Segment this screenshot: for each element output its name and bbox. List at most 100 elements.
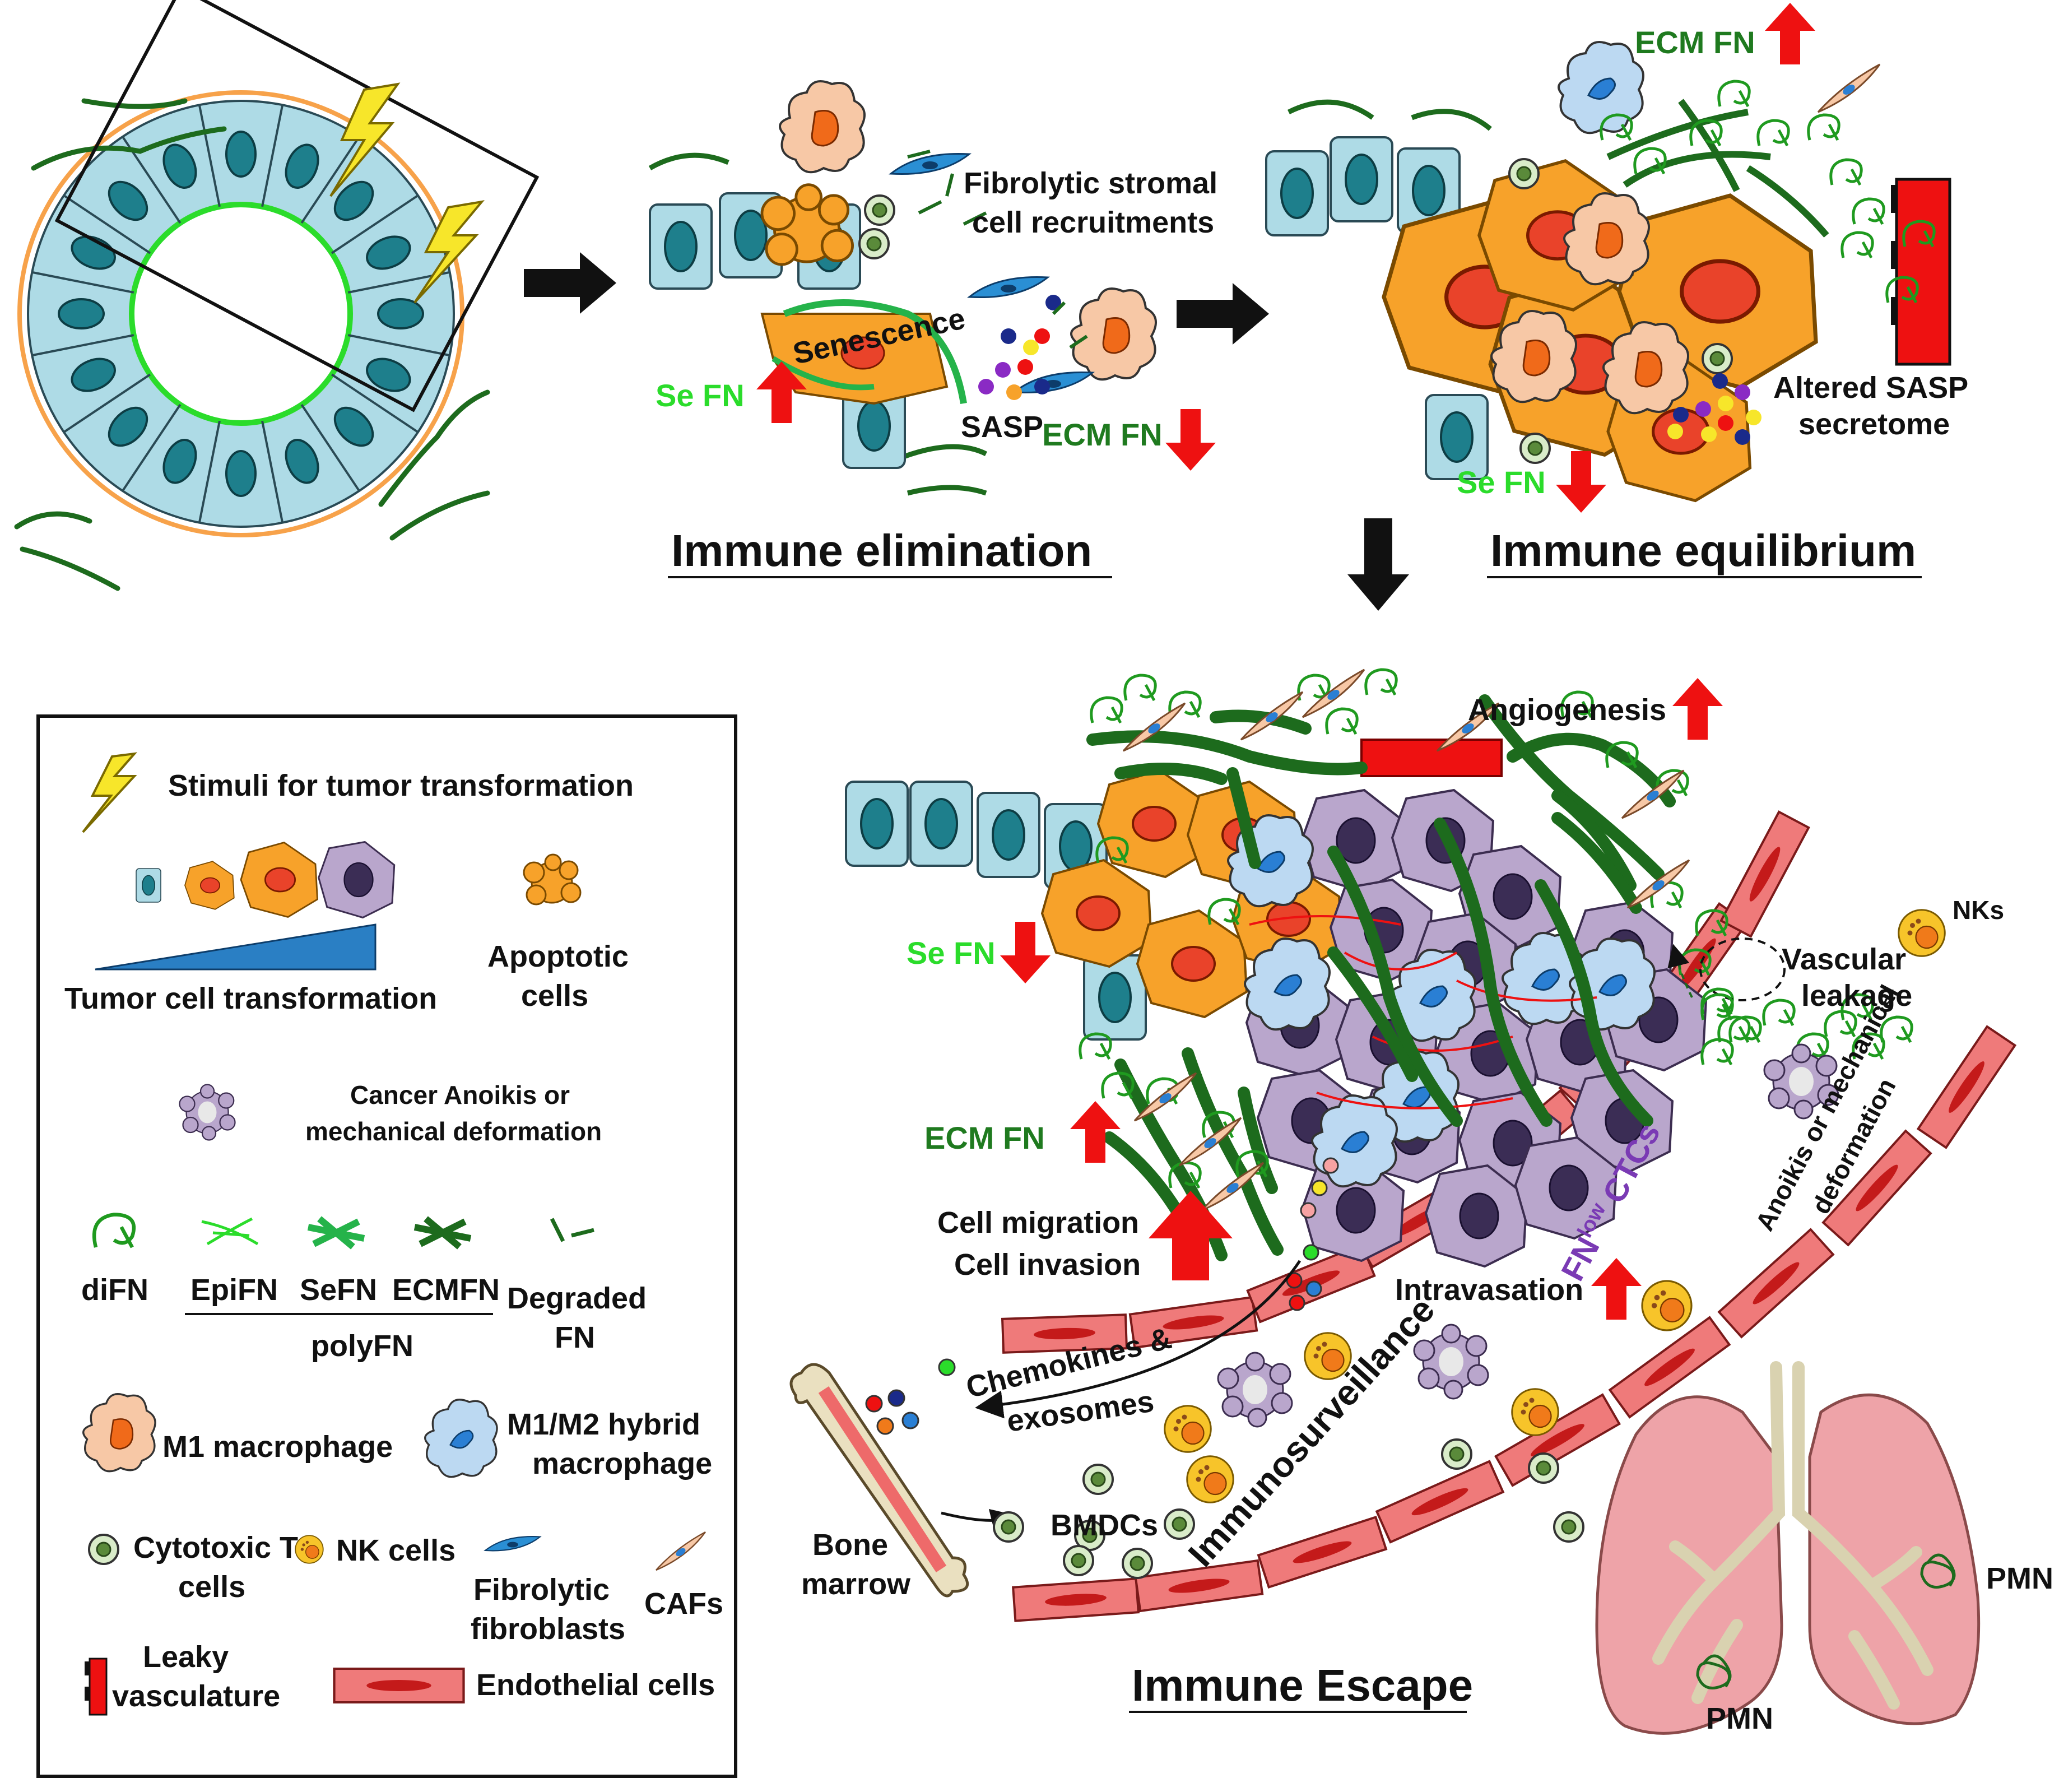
ring-cell-nucleus — [108, 406, 148, 447]
ring-cell-border — [63, 373, 151, 433]
zoom-box — [54, 0, 540, 412]
ring-cell-nucleus — [366, 358, 411, 392]
legend-nk: NK cells — [336, 1534, 456, 1567]
altered-sasp-label-1: Altered SASP — [1773, 371, 1968, 405]
tumor-mass — [845, 739, 1707, 1268]
equilibrium-title: Immune equilibrium — [1490, 526, 1916, 575]
legend-sefn: SeFN — [300, 1273, 377, 1307]
bone-marrow-icon — [789, 1363, 969, 1598]
elim-ecm-fn-down-arrow — [1165, 409, 1216, 471]
legend-degraded-icon — [550, 1218, 594, 1242]
cell-migration-label: Cell migration — [937, 1206, 1139, 1239]
eq-ecm-fn-up-arrow — [1765, 3, 1815, 64]
intravasation-up-arrow — [1591, 1258, 1642, 1320]
vascular-label-2: leakage — [1801, 979, 1912, 1013]
vascular-label-1: Vascular — [1782, 943, 1906, 976]
legend-transformation-cells — [95, 841, 396, 971]
chemokines-label-2: exosomes — [1005, 1385, 1156, 1438]
legend-nk-icon — [295, 1535, 324, 1564]
ring-cell-border — [261, 104, 284, 207]
altered-sasp-label-2: secretome — [1798, 407, 1950, 441]
fibrolytic-label-2: cell recruitments — [972, 206, 1214, 239]
ecm-fibers-ring — [14, 98, 490, 591]
legend-leaky-icon — [85, 1658, 108, 1716]
legend-degraded-1: Degraded — [507, 1282, 647, 1315]
equilibrium-scene — [1265, 41, 1951, 501]
cell-invasion-label: Cell invasion — [954, 1248, 1141, 1282]
legend-apoptotic-icon — [523, 853, 582, 906]
legend-difn: diFN — [81, 1273, 148, 1307]
lightning-icon — [329, 82, 485, 304]
legend-leaky-2: vasculature — [112, 1679, 280, 1713]
ring-cell-border — [198, 104, 221, 207]
eq-se-fn-label: Se FN — [1457, 465, 1546, 500]
elimination-scene — [648, 80, 1157, 496]
legend-anoikis-1: Cancer Anoikis or — [350, 1080, 570, 1109]
legend-anoikis-2: mechanical deformation — [305, 1117, 602, 1146]
pmn-label-1: PMN — [1986, 1562, 2053, 1595]
elim-ecm-fn-label: ECM FN — [1042, 417, 1163, 452]
legend-epifn-icon — [201, 1217, 259, 1246]
exosome-dots — [865, 1358, 956, 1435]
ring-cell-nucleus — [162, 143, 197, 189]
escape-ecm-fn-up-arrow — [1070, 1101, 1121, 1163]
arrow-down — [1347, 518, 1409, 611]
ring-cell-border — [31, 334, 134, 357]
vascular-leakage — [1667, 937, 1912, 1059]
ring-cell-border — [347, 334, 450, 357]
altered-sasp-dots — [1667, 373, 1761, 445]
legend-m1: M1 macrophage — [162, 1430, 393, 1464]
bone-label-1: Bone — [812, 1528, 888, 1562]
elimination-title: Immune elimination — [671, 526, 1092, 575]
normal-epithelium-ring — [17, 90, 464, 537]
pmn-clusters — [1696, 1553, 1956, 1689]
ring-cell-nucleus — [366, 235, 411, 270]
ring-cell-nucleus — [333, 406, 374, 447]
legend-endothelial: Endothelial cells — [476, 1668, 715, 1702]
ring-cell-border — [31, 271, 134, 294]
ring-cell-border — [63, 194, 151, 254]
ring-cell-nucleus — [225, 131, 257, 178]
legend-transformation: Tumor cell transformation — [64, 982, 437, 1015]
legend-endothelial-icon — [334, 1669, 464, 1702]
escape-title: Immune Escape — [1132, 1660, 1473, 1710]
ring-cell-border — [300, 136, 360, 224]
arrow-right-1 — [524, 252, 616, 314]
ring-cell-nucleus — [225, 450, 257, 497]
ring-cell-nucleus — [285, 143, 319, 189]
ring-cell-border — [261, 420, 284, 523]
ring-cell-nucleus — [58, 298, 105, 329]
legend-epifn: EpiFN — [190, 1273, 278, 1307]
nk-cell-intravasation — [1641, 1280, 1693, 1331]
ring-cell-nucleus — [108, 180, 148, 221]
legend-tcell-2: cells — [178, 1570, 245, 1604]
eq-ecm-fn-label: ECM FN — [1635, 25, 1755, 60]
angiogenesis-up-arrow — [1672, 678, 1723, 740]
ring-cell-nucleus — [71, 358, 116, 392]
ring-cell-nucleus — [377, 298, 424, 329]
ring-cell-border — [331, 194, 419, 254]
escape-ecm-fn-label: ECM FN — [924, 1120, 1045, 1155]
legend-degraded-2: FN — [555, 1321, 595, 1354]
sasp-dots — [978, 295, 1061, 400]
intravasation-label: Intravasation — [1395, 1273, 1583, 1307]
bmdcs-label: BMDCs — [1051, 1508, 1158, 1542]
legend-m1m2-1: M1/M2 hybrid — [507, 1408, 700, 1441]
arrow-right-2 — [1177, 283, 1269, 345]
legend-stimuli: Stimuli for tumor transformation — [168, 769, 634, 802]
escape-se-fn-down-arrow — [1000, 922, 1051, 983]
angiogenesis-label: Angiogenesis — [1468, 693, 1666, 727]
eq-se-fn-down-arrow — [1556, 451, 1606, 513]
fibrolytic-label-1: Fibrolytic stromal — [964, 166, 1217, 200]
legend-ecmfn: ECMFN — [392, 1273, 500, 1307]
lungs-icon — [1595, 1361, 1981, 1735]
legend-cafs: CAFs — [644, 1587, 723, 1621]
pmn-label-2: PMN — [1706, 1702, 1773, 1735]
legend-lightning-icon — [82, 752, 137, 833]
ring-cell-border — [300, 404, 360, 492]
degraded-fn-marks — [907, 150, 1088, 349]
intravasating-ctcs — [1286, 1157, 1339, 1311]
bone-label-2: marrow — [801, 1567, 911, 1601]
nks-label: NKs — [1953, 895, 2004, 925]
